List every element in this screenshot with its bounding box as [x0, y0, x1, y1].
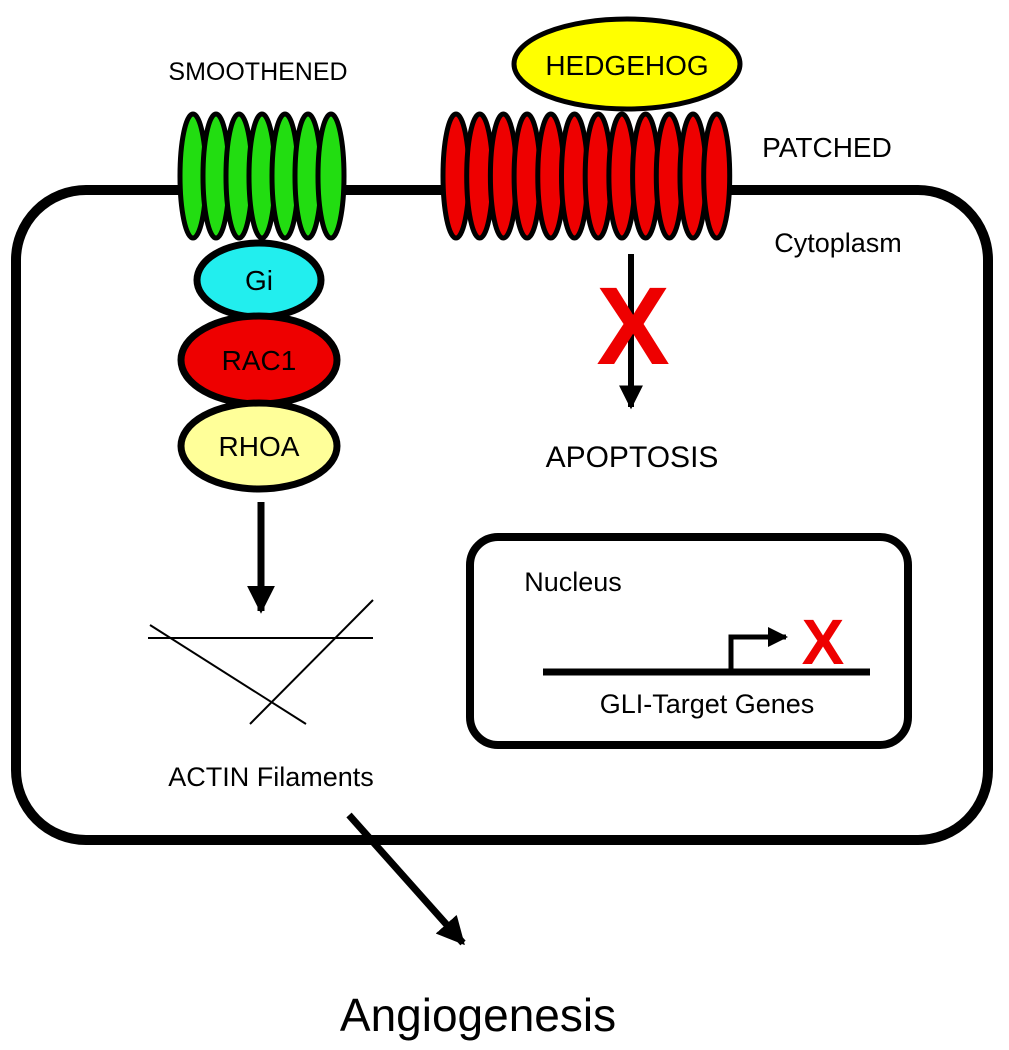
- actin-filaments-label: ACTIN Filaments: [168, 762, 374, 792]
- apoptosis-label: APOPTOSIS: [546, 441, 719, 474]
- smoothened-label: SMOOTHENED: [168, 58, 347, 86]
- rhoa-label: RHOA: [219, 431, 300, 462]
- patched-receptor: [440, 111, 733, 241]
- smoothened-receptor: [177, 111, 347, 241]
- transcription-inhibition-mark: X: [802, 606, 845, 678]
- actin-filaments-drawing: [148, 599, 374, 725]
- hedgehog-label: HEDGEHOG: [545, 50, 708, 81]
- patched-segment: [701, 111, 733, 241]
- patched-label: PATCHED: [762, 132, 892, 163]
- rac1-label: RAC1: [222, 345, 297, 376]
- arrow-to-angiogenesis: [346, 812, 466, 946]
- angiogenesis-label: Angiogenesis: [340, 989, 616, 1041]
- cytoplasm-label: Cytoplasm: [774, 228, 902, 258]
- nucleus: [466, 533, 912, 749]
- rhoa-protein: [177, 399, 341, 493]
- smoothened-segment: [315, 111, 347, 241]
- gi-label: Gi: [245, 265, 273, 296]
- gli-target-genes-label: GLI-Target Genes: [600, 689, 815, 719]
- nucleus-label: Nucleus: [524, 567, 622, 597]
- apoptosis-inhibition-mark: X: [596, 265, 669, 388]
- transcription-start-arrow: [728, 627, 788, 670]
- hedgehog-ligand: [511, 16, 743, 112]
